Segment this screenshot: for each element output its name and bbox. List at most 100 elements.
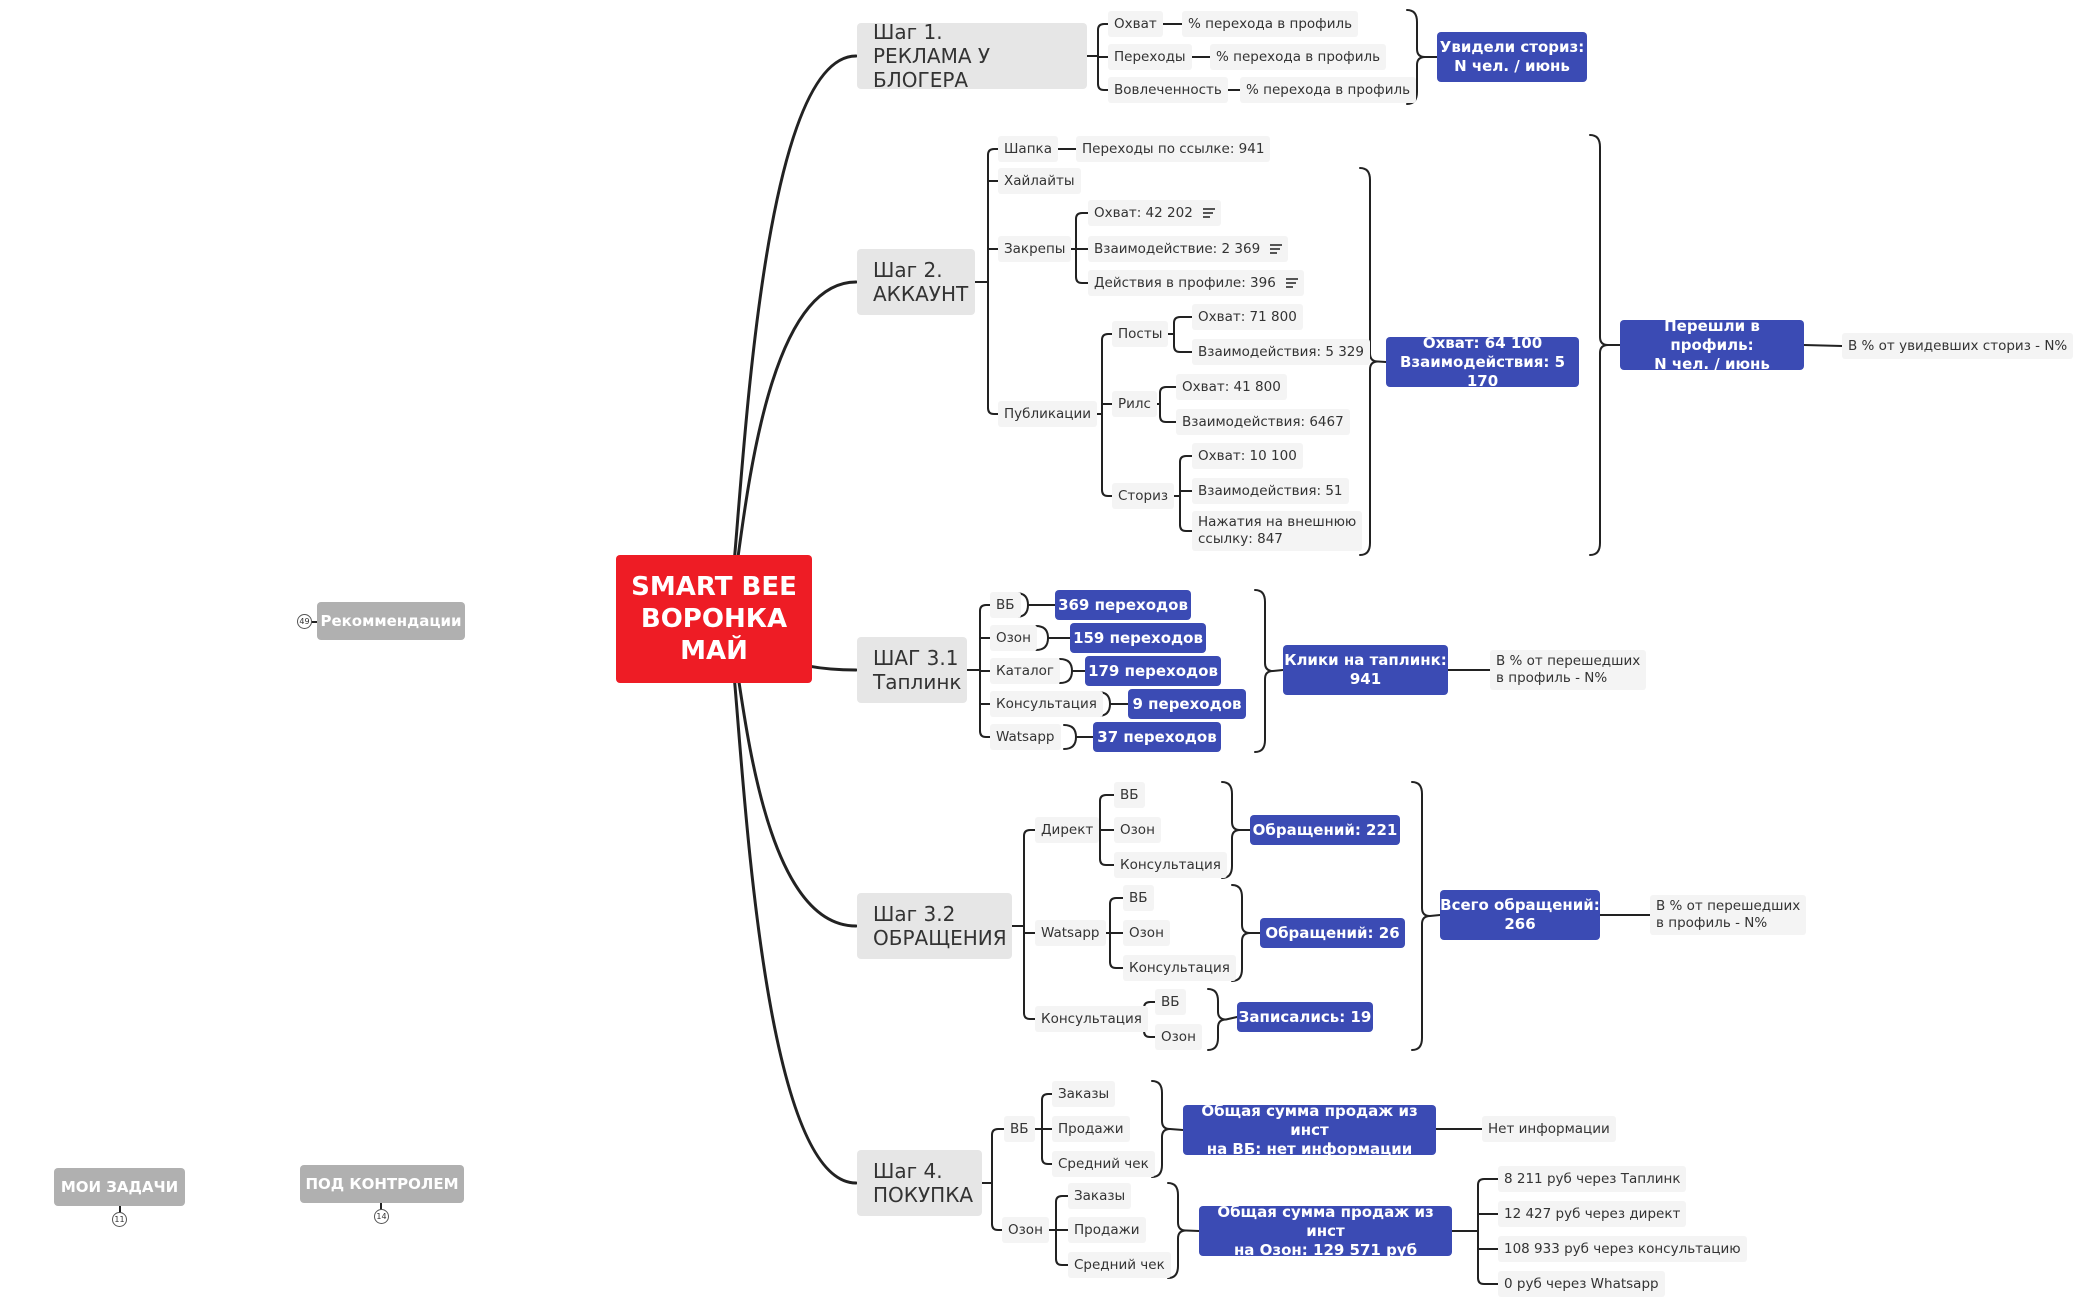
step2-shapka-value[interactable]: Переходы по ссылке: 941	[1076, 136, 1271, 162]
step2-zakrepy-deistv[interactable]: Действия в профиле: 396	[1088, 270, 1304, 296]
step4-ozon-direkt[interactable]: 12 427 руб через директ	[1498, 1201, 1687, 1227]
step1-okhvat-pct[interactable]: % перехода в профиль	[1182, 11, 1359, 37]
step2-storiz-vz[interactable]: Взаимодействия: 51	[1192, 478, 1349, 504]
step31-wa[interactable]: Watsapp	[990, 724, 1061, 750]
fork-line	[1477, 1277, 1499, 1285]
step4-vb-chek[interactable]: Средний чек	[1052, 1151, 1155, 1177]
notes-icon[interactable]	[1202, 206, 1215, 221]
step1-okhvat[interactable]: Охват	[1108, 11, 1163, 37]
rekomendacii-count-badge[interactable]: 49	[297, 614, 312, 629]
step31-pct[interactable]: В % от перешедших в профиль - N%	[1490, 650, 1647, 690]
step4-vb[interactable]: ВБ	[1004, 1116, 1035, 1142]
step2-storiz-okhvat[interactable]: Охват: 10 100	[1192, 443, 1303, 469]
step31-ozon-value[interactable]: 159 переходов	[1070, 623, 1206, 653]
floating-rekomendacii[interactable]: Рекоммендации	[317, 602, 465, 640]
step31-wa-value[interactable]: 37 переходов	[1093, 722, 1221, 752]
step2-pct[interactable]: В % от увидевших сториз - N%	[1842, 333, 2074, 359]
floating-pod-kontrolem[interactable]: ПОД КОНТРОЛЕМ	[300, 1165, 464, 1203]
notes-icon[interactable]	[1285, 276, 1298, 291]
fork-line	[979, 604, 991, 612]
step2-highlights[interactable]: Хайлайты	[998, 168, 1081, 194]
step32-wa-vb[interactable]: ВБ	[1123, 885, 1154, 911]
step31-kons[interactable]: Консультация	[990, 691, 1103, 717]
brace-line	[1377, 360, 1387, 363]
fork-line	[1023, 1012, 1036, 1020]
step4-ozon-zakazy[interactable]: Заказы	[1068, 1183, 1132, 1209]
step32-pct[interactable]: В % от перешедших в профиль - N%	[1650, 895, 1807, 935]
fork-line	[1097, 23, 1109, 31]
fork-line	[991, 1223, 1005, 1231]
step1-summary[interactable]: Увидели сториз: N чел. / июнь	[1437, 32, 1587, 82]
step2-zakrepy-vz[interactable]: Взаимодействие: 2 369	[1088, 236, 1289, 262]
step2-shapka[interactable]: Шапка	[998, 136, 1058, 162]
step32-kons-vb[interactable]: ВБ	[1155, 989, 1186, 1015]
step4-vb-note[interactable]: Нет информации	[1482, 1116, 1616, 1142]
moi-zadachi-count-badge[interactable]: 11	[112, 1212, 127, 1227]
fork-line	[1143, 1030, 1156, 1038]
step2-publikacii[interactable]: Публикации	[998, 401, 1098, 427]
step2-posty-vz[interactable]: Взаимодействия: 5 329	[1192, 339, 1370, 365]
step32-kons[interactable]: Консультация	[1035, 1006, 1148, 1032]
step2-rils-okhvat[interactable]: Охват: 41 800	[1176, 374, 1287, 400]
step2-posty[interactable]: Посты	[1112, 321, 1169, 347]
step2-posty-okhvat[interactable]: Охват: 71 800	[1192, 304, 1303, 330]
step2-zakrepy-okhvat[interactable]: Охват: 42 202	[1088, 200, 1221, 226]
step1-perekhody[interactable]: Переходы	[1108, 44, 1192, 70]
step31-vb-value[interactable]: 369 переходов	[1055, 590, 1191, 620]
fork-line	[979, 730, 991, 738]
step31-kons-value[interactable]: 9 переходов	[1128, 689, 1246, 719]
step4-vb-prodazhi[interactable]: Продажи	[1052, 1116, 1130, 1142]
step31-ozon[interactable]: Озон	[990, 625, 1037, 651]
step32-total[interactable]: Всего обращений: 266	[1440, 890, 1600, 940]
floating-moi-zadachi[interactable]: МОИ ЗАДАЧИ	[54, 1168, 185, 1206]
step31-vb[interactable]: ВБ	[990, 592, 1021, 618]
step4-ozon-taplink[interactable]: 8 211 руб через Таплинк	[1498, 1166, 1687, 1192]
fork-line	[1179, 524, 1193, 532]
step4-ozon-prodazhi[interactable]: Продажи	[1068, 1217, 1146, 1243]
step-3-1-topic[interactable]: ШАГ 3.1 Таплинк	[857, 637, 967, 703]
step4-ozon-chek[interactable]: Средний чек	[1068, 1252, 1171, 1278]
step1-perekhody-pct[interactable]: % перехода в профиль	[1210, 44, 1387, 70]
fork-line	[1041, 1093, 1053, 1101]
step32-direkt-ozon[interactable]: Озон	[1114, 817, 1161, 843]
brace-line	[1035, 625, 1050, 651]
step4-ozon-kons[interactable]: 108 933 руб через консультацию	[1498, 1236, 1747, 1262]
step32-kons-sum[interactable]: Записались: 19	[1237, 1002, 1373, 1032]
step31-summary[interactable]: Клики на таплинк: 941	[1283, 645, 1448, 695]
fork-line	[1159, 386, 1177, 394]
step31-katalog-value[interactable]: 179 переходов	[1085, 656, 1221, 686]
step32-wa-kons[interactable]: Консультация	[1123, 955, 1236, 981]
step32-wa-ozon[interactable]: Озон	[1123, 920, 1170, 946]
step2-summary-pereshli[interactable]: Перешли в профиль: N чел. / июнь	[1620, 317, 1804, 373]
fork-line	[1075, 212, 1089, 220]
step2-storiz-nazhatiya[interactable]: Нажатия на внешнюю ссылку: 847	[1192, 511, 1363, 551]
step4-ozon[interactable]: Озон	[1002, 1217, 1049, 1243]
step31-katalog[interactable]: Каталог	[990, 658, 1060, 684]
brace-line	[1207, 988, 1227, 1051]
step1-vovl[interactable]: Вовлеченность	[1108, 77, 1228, 103]
step2-summary-okhvat[interactable]: Охват: 64 100 Взаимодействия: 5 170	[1386, 334, 1579, 390]
step2-storiz[interactable]: Сториз	[1112, 483, 1175, 509]
step2-rils[interactable]: Рилс	[1112, 391, 1157, 417]
step32-direkt-vb[interactable]: ВБ	[1114, 782, 1145, 808]
step2-rils-vz[interactable]: Взаимодействия: 6467	[1176, 409, 1350, 435]
step-2-topic[interactable]: Шаг 2. АККАУНТ	[857, 249, 975, 315]
root-topic[interactable]: SMART BEE ВОРОНКА МАЙ	[616, 555, 812, 683]
notes-icon[interactable]	[1270, 242, 1283, 257]
step32-direkt[interactable]: Директ	[1035, 817, 1100, 843]
pod-kontrolem-count-badge[interactable]: 14	[374, 1209, 389, 1224]
step32-kons-ozon[interactable]: Озон	[1155, 1024, 1202, 1050]
step32-direkt-sum[interactable]: Обращений: 221	[1250, 815, 1400, 845]
step-3-2-topic[interactable]: Шаг 3.2 ОБРАЩЕНИЯ	[857, 893, 1012, 959]
step4-vb-zakazy[interactable]: Заказы	[1052, 1081, 1116, 1107]
step-1-topic[interactable]: Шаг 1. РЕКЛАМА У БЛОГЕРА	[857, 20, 1087, 92]
step32-direkt-kons[interactable]: Консультация	[1114, 852, 1227, 878]
step1-vovl-pct[interactable]: % перехода в профиль	[1240, 77, 1417, 103]
step32-wa[interactable]: Watsapp	[1035, 920, 1106, 946]
step32-wa-sum[interactable]: Обращений: 26	[1260, 918, 1405, 948]
step2-zakrepy[interactable]: Закрепы	[998, 236, 1072, 262]
step4-ozon-sum[interactable]: Общая сумма продаж из инст на Озон: 129 …	[1199, 1203, 1452, 1259]
step4-vb-sum[interactable]: Общая сумма продаж из инст на ВБ: нет ин…	[1183, 1102, 1436, 1158]
step-4-topic[interactable]: Шаг 4. ПОКУПКА	[857, 1150, 982, 1216]
step4-ozon-whatsapp[interactable]: 0 руб через Whatsapp	[1498, 1271, 1665, 1297]
